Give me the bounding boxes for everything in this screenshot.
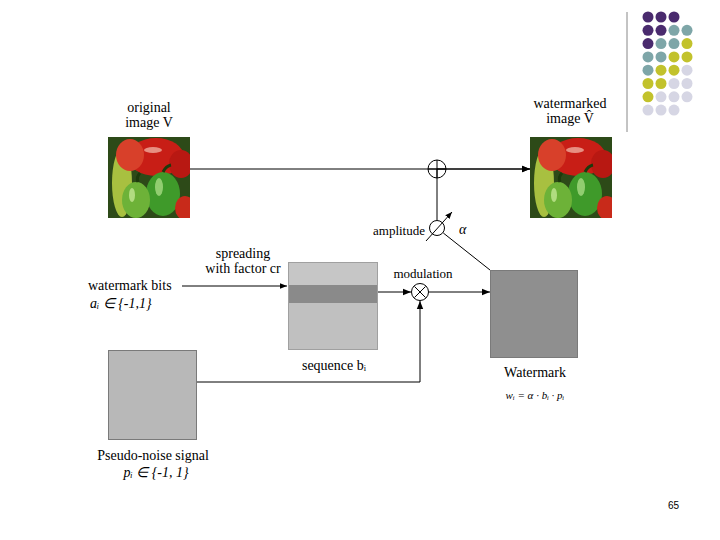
decoration-dot [643, 78, 654, 89]
amplitude-circle: amplitudeα [429, 220, 445, 236]
decoration-dot [669, 78, 680, 89]
decoration-dot [682, 78, 693, 89]
decoration-dot [682, 25, 693, 36]
decoration-dot [656, 12, 667, 23]
decoration-dot [656, 25, 667, 36]
slide-divider [627, 12, 628, 132]
alpha-symbol: α [459, 222, 466, 237]
noise-formula: pᵢ ∈ {-1, 1} [123, 465, 188, 480]
sequence-band [289, 303, 377, 349]
signal-arrow [378, 292, 411, 293]
decoration-dot [682, 51, 693, 62]
spreading-arrow [182, 286, 287, 287]
modulation-label: modulation [393, 267, 452, 281]
decoration-dot [643, 25, 654, 36]
peppers-image [108, 137, 195, 220]
decoration-dot [643, 105, 654, 116]
decoration-dot [643, 91, 654, 102]
decoration-dot [656, 78, 667, 89]
modulation-circle: modulation [411, 283, 429, 301]
decoration-dot [682, 65, 693, 76]
page-number: 65 [668, 500, 679, 511]
decoration-dot [643, 38, 654, 49]
sequence-box: sequence bᵢ [288, 262, 378, 350]
noise-box: Pseudo-noise signalpᵢ ∈ {-1, 1} [108, 350, 197, 440]
dot-decoration [643, 12, 693, 116]
input-label: watermark bits [88, 278, 172, 293]
decoration-dot [656, 65, 667, 76]
watermark-formula: wᵢ = α · bᵢ · pᵢ [506, 389, 565, 401]
watermark-box: Watermarkwᵢ = α · bᵢ · pᵢ [490, 270, 578, 358]
image-node: watermarked image V̂ [530, 137, 612, 218]
signal-arrow [197, 301, 420, 382]
noise-caption: Pseudo-noise signal [97, 448, 209, 463]
decoration-dot [656, 91, 667, 102]
watermark-caption: Watermark [504, 365, 566, 380]
image-node: original image V [108, 137, 190, 218]
multiplier-symbol [412, 284, 428, 300]
decoration-dot [669, 105, 680, 116]
spreading-label: spreading with factor cr [204, 246, 283, 277]
decoration-dot [669, 91, 680, 102]
decoration-dot [656, 105, 667, 116]
signal-arrow [437, 169, 530, 220]
sequence-band [289, 263, 377, 285]
decoration-dot [643, 65, 654, 76]
decoration-dot [643, 12, 654, 23]
signal-arrow [443, 233, 490, 270]
decoration-dot [656, 51, 667, 62]
decoration-dot [669, 38, 680, 49]
sequence-caption: sequence bᵢ [302, 358, 366, 373]
decoration-dot [669, 51, 680, 62]
decoration-dot [669, 25, 680, 36]
decoration-dot [656, 38, 667, 49]
decoration-dot [682, 38, 693, 49]
decoration-dot [669, 65, 680, 76]
amplitude-label: amplitude [373, 224, 425, 238]
decoration-dot [643, 51, 654, 62]
decoration-dot [669, 12, 680, 23]
input-formula: aᵢ ∈ {-1,1} [90, 296, 152, 311]
decoration-dot [682, 91, 693, 102]
peppers-image [530, 137, 617, 220]
image-caption: original image V [113, 100, 185, 131]
image-caption: watermarked image V̂ [523, 96, 618, 127]
sequence-band [289, 285, 377, 303]
signal-arrow [429, 292, 490, 293]
